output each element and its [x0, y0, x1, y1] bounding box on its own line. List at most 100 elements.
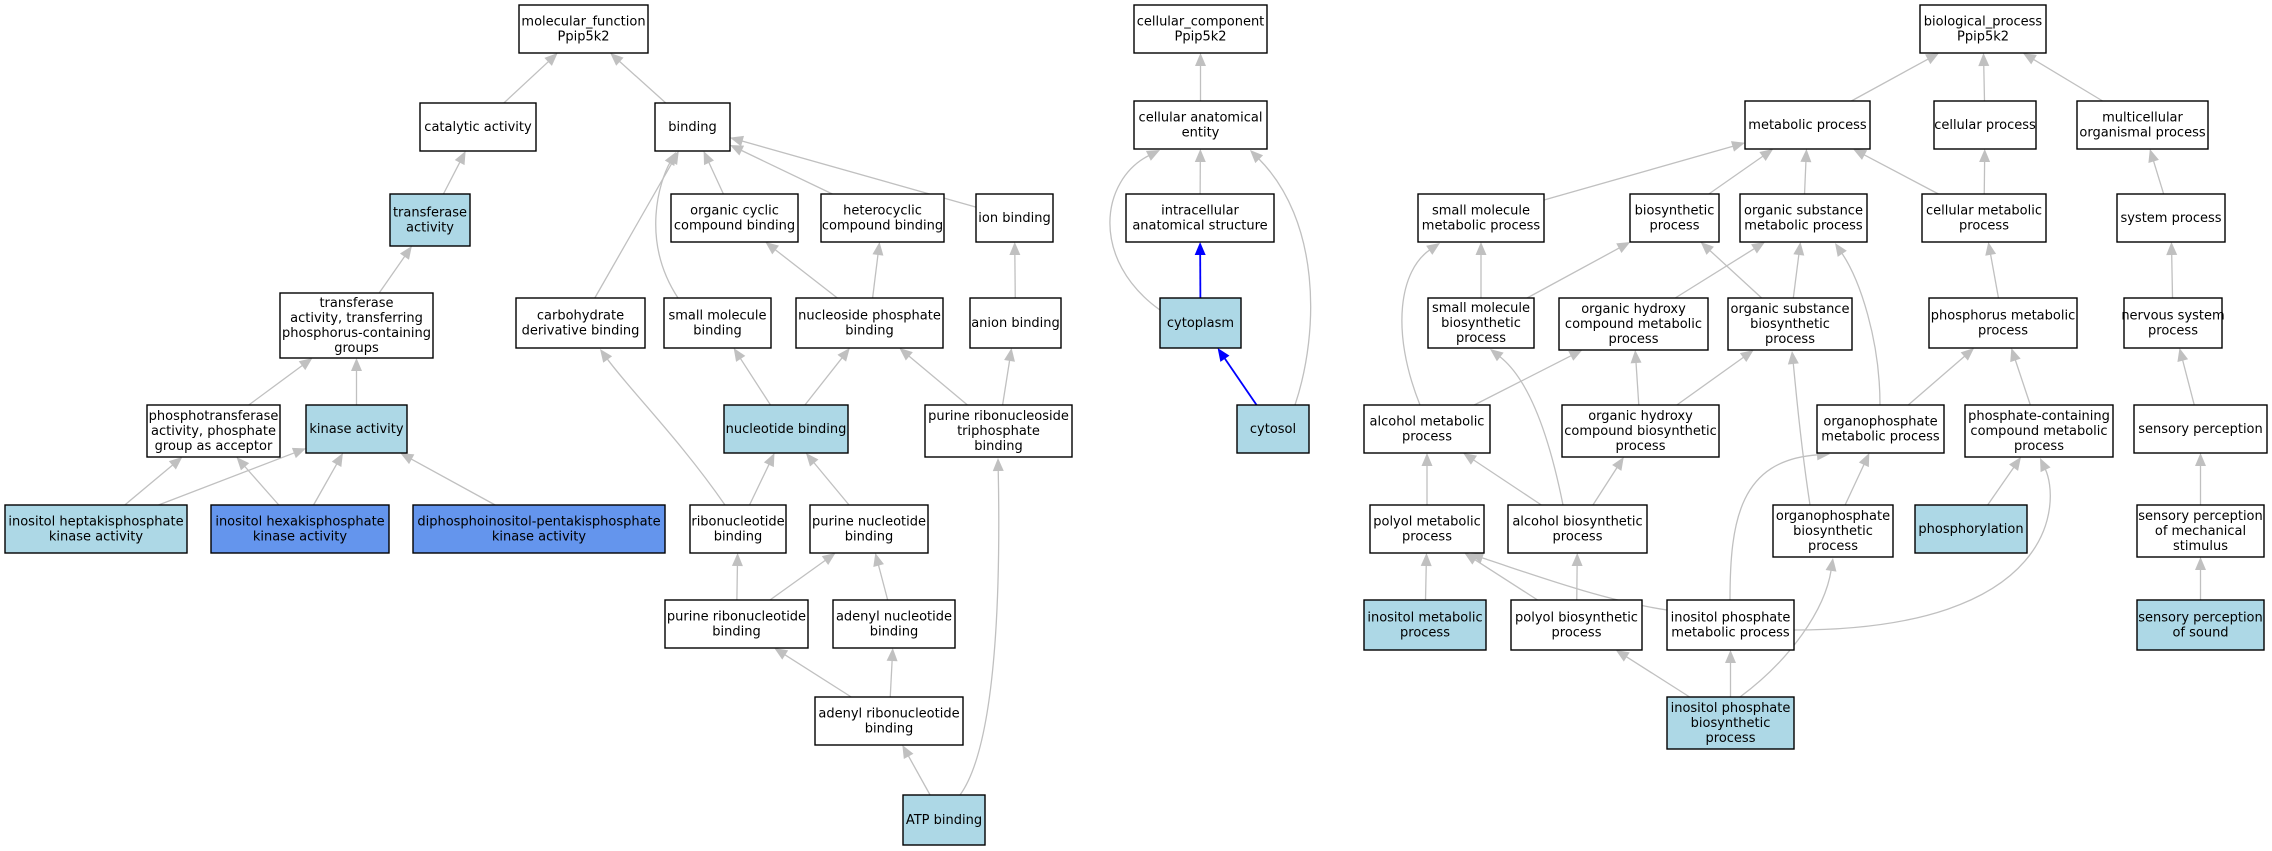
edge-polyol_biosyn-to-alcohol_biosyn: [1571, 553, 1583, 601]
go-term-box: [518, 4, 649, 54]
edge-arrowhead: [1700, 242, 1714, 255]
edge-line: [2181, 359, 2195, 406]
edge-line: [813, 461, 850, 506]
edge-line: [1803, 160, 1807, 195]
go-term-label: biological_process: [1924, 15, 2043, 30]
edge-arrowhead: [1960, 348, 1975, 361]
edge-adenyl_ribonucleotide-to-purine_ribonucleotide: [774, 648, 852, 698]
edge-arrowhead: [1787, 351, 1799, 365]
go-term-sensory-perception[interactable]: sensory perception: [2133, 404, 2268, 454]
go-term-label: inositol phosphate: [1671, 701, 1791, 716]
edge-small_mol_biosyn-to-small_mol_metab: [1475, 242, 1487, 298]
go-term-catalytic[interactable]: catalytic activity: [419, 102, 537, 152]
edge-line: [871, 253, 879, 299]
go-term-system-process[interactable]: system process: [2116, 193, 2226, 243]
go-term-label: Ppip5k2: [557, 30, 609, 45]
go-term-cytoplasm[interactable]: cytoplasm: [1159, 297, 1242, 349]
go-term-label: process: [1456, 331, 1506, 346]
go-term-box: [902, 794, 986, 846]
edge-ins_hexa-to-phosphotransferase: [236, 457, 280, 506]
go-term-anion-binding[interactable]: anion binding: [969, 297, 1062, 349]
edge-line: [2171, 253, 2174, 299]
go-term-metabolic[interactable]: metabolic process: [1744, 100, 1871, 150]
go-term-box: [1666, 599, 1795, 651]
edge-line: [1792, 253, 1800, 299]
go-term-label: inositol hexakisphosphate: [215, 515, 384, 530]
edge-arrowhead: [454, 151, 466, 166]
go-term-cellular-process[interactable]: cellular process: [1933, 100, 2037, 150]
edge-nucleoside_p-to-org_cyclic: [765, 242, 838, 299]
edge-anion_binding-to-ion_binding: [1009, 242, 1021, 299]
go-term-label: process: [2148, 324, 2198, 339]
edge-nucleoside_p-to-heterocyclic: [871, 242, 884, 299]
edge-line: [769, 559, 827, 601]
go-term-box: [1816, 404, 1945, 454]
go-term-binding[interactable]: binding: [654, 102, 731, 152]
go-term-box: [795, 297, 944, 349]
go-term-label: small molecule: [1432, 204, 1530, 219]
edge-line: [2014, 359, 2031, 406]
go-term-atp-binding[interactable]: ATP binding: [902, 794, 986, 846]
go-term-phosphorylation[interactable]: phosphorylation: [1914, 504, 2028, 554]
go-term-label: small molecule: [1432, 301, 1530, 316]
go-term-diphospho[interactable]: diphosphoinositol-pentakisphosphatekinas…: [412, 504, 666, 554]
go-term-label: kinase activity: [492, 530, 586, 545]
go-term-kinase[interactable]: kinase activity: [305, 404, 408, 454]
edge-inositol_p_biosyn-to-organophosphate_biosyn: [1739, 558, 1837, 698]
go-term-label: metabolic process: [1422, 219, 1541, 234]
go-term-cytosol[interactable]: cytosol: [1236, 404, 1310, 454]
edge-arrowhead: [2040, 458, 2051, 473]
go-term-ion-binding[interactable]: ion binding: [975, 193, 1054, 243]
edge-phosphate_cont-to-phosphorus_metab: [2010, 348, 2031, 406]
edge-arrowhead: [886, 648, 898, 662]
go-term-box: [1744, 100, 1871, 150]
go-term-box: [2116, 193, 2226, 243]
edge-line: [124, 464, 174, 506]
go-term-nucleotide-binding[interactable]: nucleotide binding: [723, 404, 849, 454]
